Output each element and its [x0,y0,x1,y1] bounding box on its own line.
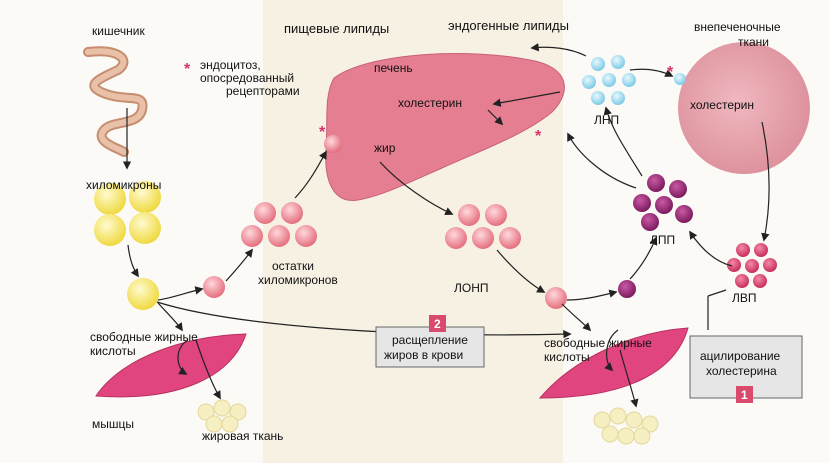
idl-single [618,280,636,298]
tissue-cholesterol-label: холестерин [690,98,754,112]
muscle-left-shape [95,333,247,398]
acylation-label-line1: ацилирование [700,349,781,363]
star-legend-line2: опосредованный [200,71,294,85]
star-marker-tissue: * [667,64,674,81]
adipose-right-cluster [593,407,659,445]
muscle-right-shape [538,327,689,399]
fat-label: жир [374,141,396,155]
extrahepatic-label-line2: ткани [738,35,769,49]
star-legend-line3: рецепторами [226,84,300,98]
hdl-label: ЛВП [732,291,757,305]
ffa-right-line1: свободные жирные [544,336,652,350]
liver-label: печень [374,61,413,75]
endogenous-lipids-label: эндогенные липиды [448,18,569,33]
star-marker-liver-left: * [319,124,326,141]
adipose-left-cluster [197,399,247,433]
breakdown-label-line2: жиров в крови [384,348,463,362]
vldl-label: ЛОНП [454,281,489,295]
breakdown-label-line1: расщепление [392,333,468,347]
ldl-label: ЛНП [594,113,619,127]
star-legend-line1: эндоцитоз, [200,58,261,72]
badge-2 [429,315,446,332]
remnant-at-liver [324,135,342,153]
ffa-left-line1: свободные жирные [90,330,198,344]
ldl-single-at-tissue [674,73,686,85]
liver-cholesterol-label: холестерин [398,96,462,110]
muscles-label: мышцы [92,417,134,431]
star-marker-liver-right: * [535,128,542,145]
badge-1 [736,386,753,403]
dietary-lipids-label: пищевые липиды [284,21,389,36]
idl-label: ЛПП [650,233,675,247]
extrahepatic-label-line1: внепеченочные [694,20,781,34]
chylomicrons-label: хиломикроны [86,178,161,192]
ffa-right-line2: кислоты [544,350,590,364]
intestine-icon [83,46,148,157]
badge-1-number: 1 [741,388,748,402]
adipose-label: жировая ткань [202,429,283,443]
vldl-cluster [445,204,521,249]
hdl-cluster [727,243,777,288]
chylomicron-cluster [94,181,161,246]
chylomicron-remnant-cluster [241,202,317,247]
ffa-left-line2: кислоты [90,344,136,358]
remnants-label-line1: остатки [272,259,314,273]
ldl-cluster [582,55,636,105]
flow-arrows [122,43,770,408]
vldl-single [545,287,567,309]
acylation-label-line2: холестерина [706,364,777,378]
star-legend-icon: * [184,61,191,78]
remnant-single-left [203,276,225,298]
extrahepatic-tissue-shape [678,42,810,174]
intestine-label: кишечник [92,24,145,38]
idl-cluster [633,174,693,231]
remnants-label-line2: хиломикронов [258,273,338,287]
chylomicron-single [127,278,159,310]
breakdown-box [375,326,485,368]
badge-2-number: 2 [434,317,441,331]
